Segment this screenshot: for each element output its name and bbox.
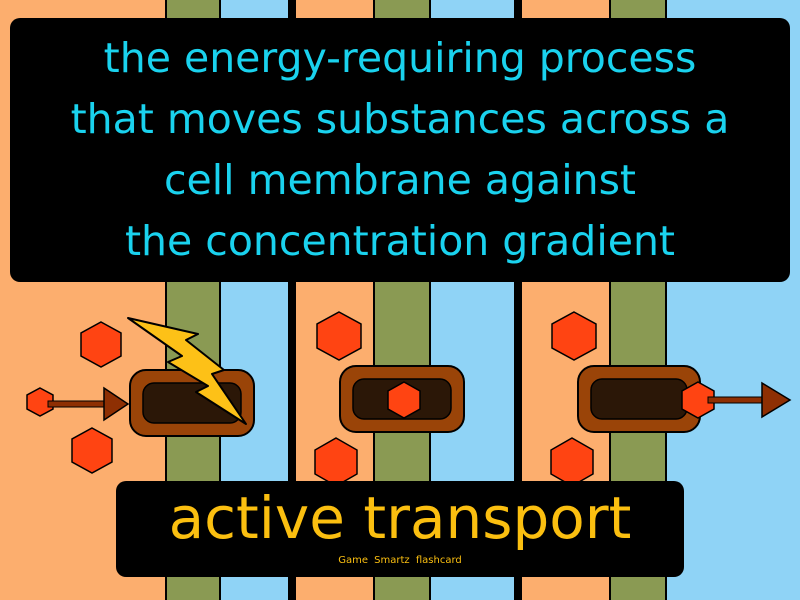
- definition-text: the energy-requiring process that moves …: [70, 34, 730, 265]
- term-title: active transport: [168, 484, 632, 552]
- panel-divider: [514, 0, 522, 600]
- molecule-icon: [26, 387, 54, 417]
- molecule-icon: [316, 311, 362, 361]
- molecule-icon: [71, 427, 113, 474]
- panel-divider: [288, 0, 296, 600]
- carrier-protein: [129, 369, 255, 437]
- energy-bolt-icon: [127, 317, 247, 425]
- molecule-icon: [681, 381, 715, 419]
- molecule-icon: [80, 321, 122, 368]
- arrow-icon: [47, 386, 130, 422]
- term-box: active transport Game Smartz flashcard: [116, 481, 684, 577]
- definition-box: the energy-requiring process that moves …: [10, 18, 790, 282]
- arrow-icon: [707, 381, 792, 419]
- brand-caption: Game Smartz flashcard: [338, 555, 462, 566]
- molecule-icon: [387, 381, 421, 419]
- molecule-icon: [551, 311, 597, 361]
